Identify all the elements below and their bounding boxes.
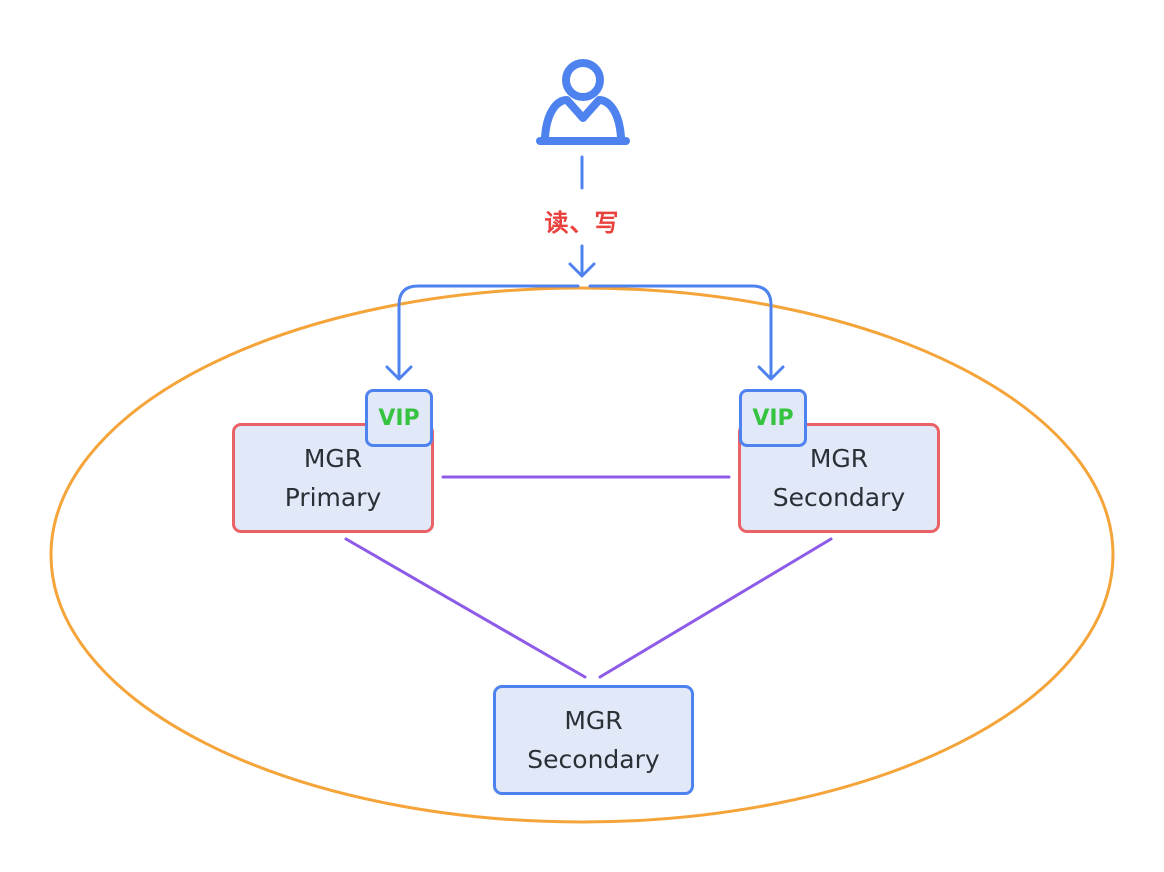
flow-arrowhead-left — [385, 365, 413, 381]
read-write-label: 读、写 — [520, 200, 644, 240]
vip-badge-primary: VIP — [365, 389, 433, 447]
node-title: MGR — [303, 444, 363, 473]
flow-arrowhead-right — [757, 365, 785, 381]
node-role: Primary — [284, 483, 382, 512]
node-role: Secondary — [527, 745, 660, 774]
flow-branch-left — [397, 284, 580, 380]
mgr-secondary-bottom-node: MGR Secondary — [493, 685, 694, 795]
link-primary-secondary-bottom — [344, 537, 587, 679]
flow-arrowhead-center — [568, 262, 596, 278]
node-title: MGR — [809, 444, 869, 473]
flow-branch-right — [588, 284, 773, 380]
node-role: Secondary — [772, 483, 906, 512]
link-secondary-right-secondary-bottom — [598, 537, 833, 679]
cluster-ellipse — [49, 286, 1115, 824]
node-title: MGR — [564, 706, 623, 735]
user-icon — [536, 59, 630, 145]
vip-badge-secondary: VIP — [739, 389, 807, 447]
